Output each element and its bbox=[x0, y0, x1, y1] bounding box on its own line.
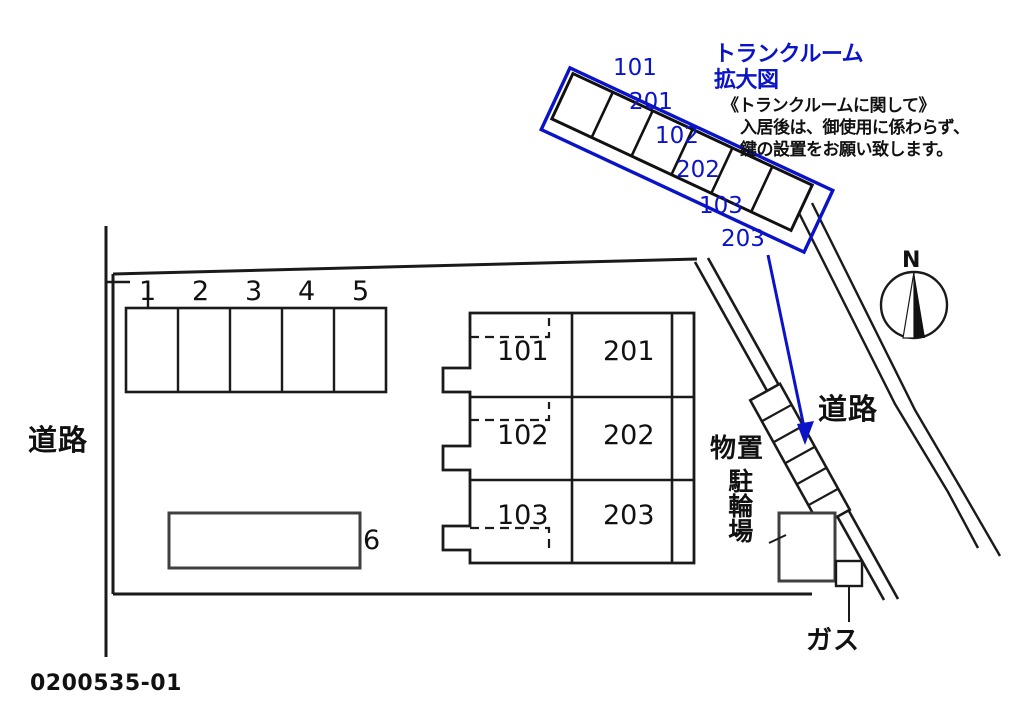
detail-title-line1: トランクルーム bbox=[714, 42, 864, 67]
detail-diagram-frame bbox=[538, 65, 836, 255]
detail-cell-202: 202 bbox=[676, 157, 720, 183]
parking-label-5: 5 bbox=[352, 276, 370, 307]
main-building-outline bbox=[441, 311, 696, 565]
detail-cell-101: 101 bbox=[613, 55, 657, 81]
bicycle-parking-leader bbox=[768, 534, 787, 544]
detail-note-line2: 入居後は、御使用に係わらず、 bbox=[740, 118, 970, 138]
gas-meter-box bbox=[834, 559, 864, 588]
detail-title-line2: 拡大図 bbox=[714, 68, 779, 93]
main-building-dividers bbox=[470, 313, 694, 563]
parking-dividers bbox=[176, 308, 336, 392]
label-road-right: 道路 bbox=[818, 392, 879, 426]
detail-cell-201: 201 bbox=[629, 89, 673, 115]
parking-label-6: 6 bbox=[363, 525, 381, 556]
bicycle-parking-box bbox=[777, 511, 837, 583]
unit-entrance-paths bbox=[470, 318, 551, 552]
label-storage: 物置 bbox=[710, 434, 765, 464]
reference-number: 0200535-01 bbox=[30, 671, 182, 696]
site-boundary bbox=[111, 257, 812, 596]
parking-label-4: 4 bbox=[298, 276, 316, 307]
label-gas: ガス bbox=[806, 626, 861, 656]
parking-block-1-5 bbox=[124, 306, 388, 394]
label-bicycle-parking-text: 駐輪場 bbox=[724, 468, 754, 543]
detail-note-line3: 鍵の設置をお願い致します。 bbox=[740, 140, 953, 160]
detail-cell-103: 103 bbox=[699, 193, 743, 219]
unit-label-103: 103 bbox=[497, 500, 549, 531]
compass-north-label: N bbox=[902, 248, 921, 273]
label-bicycle-parking: 駐輪場 bbox=[724, 468, 754, 548]
compass-rose bbox=[879, 270, 949, 340]
unit-label-202: 202 bbox=[603, 420, 655, 451]
unit-label-203: 203 bbox=[603, 500, 655, 531]
parking-label-2: 2 bbox=[192, 276, 210, 307]
parking-label-1: 1 bbox=[139, 276, 157, 307]
detail-note-line1: 《トランクルームに関して》 bbox=[722, 96, 935, 116]
unit-label-101: 101 bbox=[497, 336, 549, 367]
parking-label-3: 3 bbox=[245, 276, 263, 307]
label-road-left: 道路 bbox=[28, 423, 89, 457]
unit-label-102: 102 bbox=[497, 420, 549, 451]
detail-pointer-arrow bbox=[766, 254, 814, 445]
parking-space-6 bbox=[167, 511, 362, 570]
detail-cell-102: 102 bbox=[655, 123, 699, 149]
detail-cell-203: 203 bbox=[721, 226, 765, 252]
road-right-lines bbox=[792, 202, 1002, 557]
unit-label-201: 201 bbox=[603, 336, 655, 367]
detail-diagram-cells bbox=[549, 71, 815, 233]
